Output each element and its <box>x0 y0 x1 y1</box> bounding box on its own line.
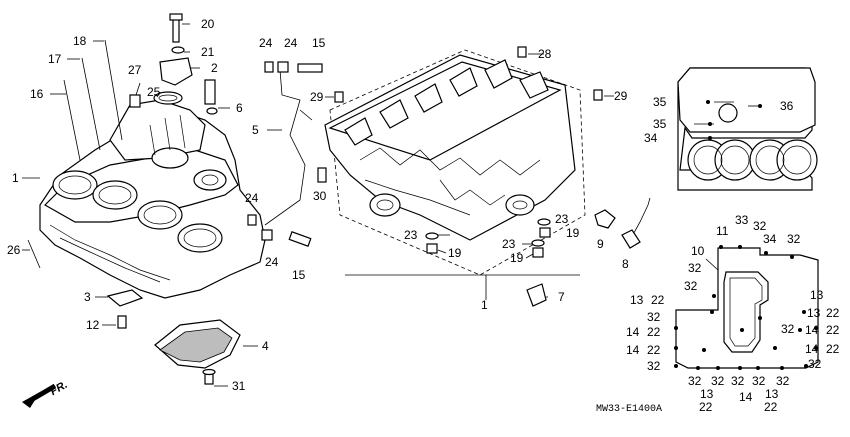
callout-32-k: 32 <box>731 374 745 388</box>
callout-18: 18 <box>73 34 87 48</box>
callout-22-a: 22 <box>651 293 665 307</box>
callout-25: 25 <box>147 85 161 99</box>
callout-33: 33 <box>735 213 749 227</box>
callout-28: 28 <box>538 47 552 61</box>
callout-30: 30 <box>313 189 327 203</box>
callout-14-a: 14 <box>626 325 640 339</box>
callout-labels: 20 21 2 18 17 16 27 25 6 1 26 3 12 4 31 … <box>7 17 840 414</box>
callout-32-m: 32 <box>776 374 790 388</box>
oil-pipe <box>247 61 327 247</box>
callout-26: 26 <box>7 243 21 257</box>
sensors <box>594 197 651 249</box>
callout-11: 11 <box>716 224 729 238</box>
callout-9: 9 <box>597 237 604 251</box>
callout-15-b: 15 <box>292 268 306 282</box>
callout-32-b: 32 <box>787 232 801 246</box>
callout-29-a: 29 <box>310 90 324 104</box>
callout-29-b: 29 <box>614 89 628 103</box>
callout-12: 12 <box>86 318 100 332</box>
callout-34-b: 34 <box>763 232 777 246</box>
callout-22-h: 22 <box>764 400 778 414</box>
callout-23-a: 23 <box>404 228 418 242</box>
callout-3: 3 <box>84 290 91 304</box>
callout-24-b: 24 <box>284 36 298 50</box>
callout-22-d: 22 <box>826 306 840 320</box>
callout-22-f: 22 <box>826 342 840 356</box>
callout-32-a: 32 <box>753 219 767 233</box>
callout-32-g: 32 <box>781 322 795 336</box>
lower-crankcase <box>324 46 603 307</box>
callout-22-b: 22 <box>647 325 661 339</box>
callout-32-d: 32 <box>684 279 698 293</box>
callout-23-c: 23 <box>502 237 516 251</box>
callout-1-center: 1 <box>481 298 488 312</box>
callout-14-b: 14 <box>626 343 640 357</box>
callout-4: 4 <box>262 339 269 353</box>
callout-10: 10 <box>691 244 705 258</box>
head-gasket-plate <box>677 67 818 191</box>
callout-17: 17 <box>48 52 62 66</box>
callout-13-c: 13 <box>807 306 821 320</box>
callout-14-e: 14 <box>739 390 753 404</box>
callout-32-e: 32 <box>647 310 661 324</box>
callout-32-i: 32 <box>688 374 702 388</box>
callout-14-c: 14 <box>805 323 819 337</box>
callout-7: 7 <box>558 290 565 304</box>
callout-31: 31 <box>232 379 246 393</box>
callout-16: 16 <box>30 87 44 101</box>
callout-19-a: 19 <box>448 246 462 260</box>
callout-32-l: 32 <box>752 374 766 388</box>
leader-lines <box>22 23 760 387</box>
bolt-holes <box>674 100 818 370</box>
callout-19-b: 19 <box>566 226 580 240</box>
callout-20: 20 <box>201 17 215 31</box>
front-direction-arrow <box>22 383 57 408</box>
upper-crankcase <box>27 13 266 299</box>
callout-5: 5 <box>252 123 259 137</box>
callout-13-e: 13 <box>765 387 779 401</box>
callout-24-a: 24 <box>259 36 273 50</box>
callout-14-d: 14 <box>805 342 819 356</box>
callout-15-a: 15 <box>312 36 326 50</box>
callout-27: 27 <box>128 63 142 77</box>
callout-32-h: 32 <box>808 357 822 371</box>
callout-34-a: 34 <box>644 131 658 145</box>
callout-36: 36 <box>780 99 794 113</box>
callout-13-b: 13 <box>810 288 824 302</box>
front-label: FR. <box>48 379 69 398</box>
callout-22-g: 22 <box>699 400 713 414</box>
callout-21: 21 <box>201 45 215 59</box>
lower-left-parts <box>106 289 241 385</box>
callout-8: 8 <box>622 257 629 271</box>
callout-35-b: 35 <box>653 117 667 131</box>
callout-13-a: 13 <box>630 293 644 307</box>
callout-35-a: 35 <box>653 95 667 109</box>
callout-22-e: 22 <box>826 323 840 337</box>
callout-19-c: 19 <box>510 251 524 265</box>
callout-1-left: 1 <box>12 171 19 185</box>
callout-24-c: 24 <box>245 191 259 205</box>
callout-32-f: 32 <box>647 359 661 373</box>
callout-32-c: 32 <box>688 261 702 275</box>
callout-24-d: 24 <box>265 255 279 269</box>
callout-23-b: 23 <box>555 212 569 226</box>
callout-22-c: 22 <box>647 343 661 357</box>
callout-13-d: 13 <box>700 387 714 401</box>
callout-2: 2 <box>211 61 218 75</box>
callout-32-j: 32 <box>711 374 725 388</box>
diagram-code: MW33-E1400A <box>596 404 662 415</box>
callout-6: 6 <box>236 101 243 115</box>
oil-pan-outline <box>675 247 819 369</box>
